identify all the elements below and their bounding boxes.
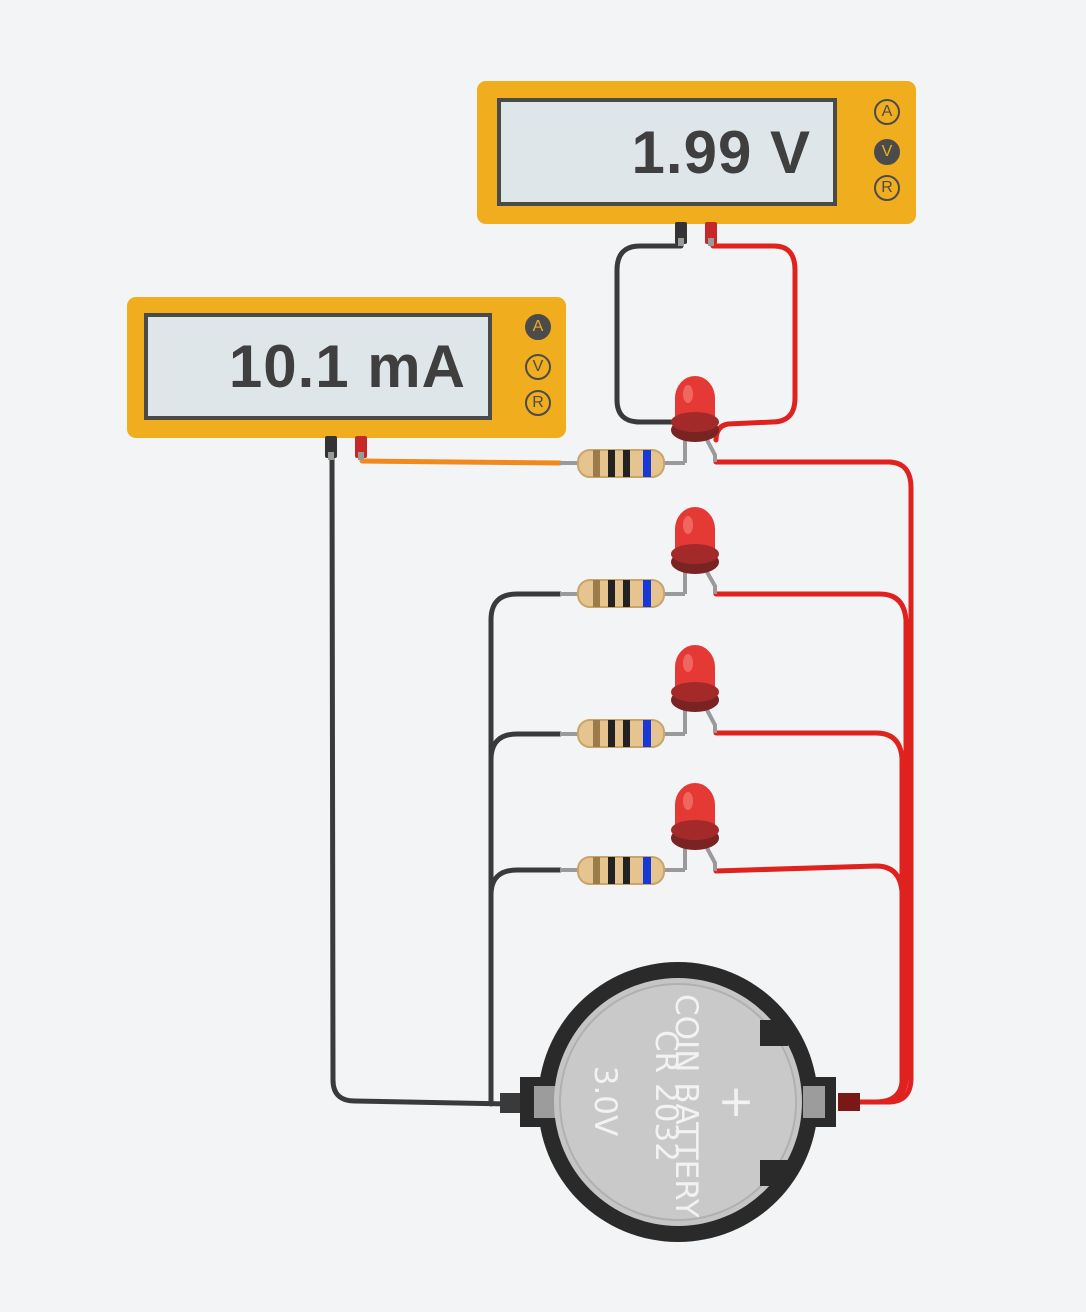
ammeter[interactable]: 10.1 mA A V R [127, 297, 566, 438]
voltmeter-mode-v-button[interactable]: V [874, 139, 900, 165]
resistor-1[interactable] [560, 449, 685, 478]
voltmeter[interactable]: 1.99 V A V R [477, 81, 916, 224]
voltmeter-mode-r-button[interactable]: R [874, 175, 900, 201]
voltmeter-display: 1.99 V [497, 98, 837, 206]
ammeter-mode-a-button[interactable]: A [525, 314, 551, 340]
led-1[interactable] [671, 376, 719, 463]
wire-black-branch-3 [488, 731, 563, 763]
ammeter-black-probe[interactable] [325, 436, 337, 460]
ammeter-mode-r-button[interactable]: R [525, 390, 551, 416]
voltmeter-red-probe[interactable] [705, 222, 717, 246]
voltmeter-black-probe[interactable] [675, 222, 687, 246]
battery-label-line2: CR 2032 [648, 1030, 684, 1162]
led-4[interactable] [671, 783, 719, 871]
wire-voltmeter-red [710, 243, 798, 443]
led-2[interactable] [671, 507, 719, 594]
resistor-2[interactable] [560, 579, 685, 608]
battery-plus-icon: + [717, 1076, 755, 1127]
resistor-3[interactable] [560, 719, 685, 748]
wire-black-branch-4 [488, 867, 563, 898]
resistor-4[interactable] [560, 856, 685, 885]
wire-black-bus [488, 591, 563, 1107]
led-3[interactable] [671, 645, 719, 734]
wire-ammeter-black-to-battery [329, 452, 513, 1107]
wire-ammeter-to-resistor-1 [359, 458, 563, 466]
wire-led-1-to-bus [713, 459, 914, 1105]
voltmeter-mode-a-button[interactable]: A [874, 99, 900, 125]
coin-battery[interactable] [500, 962, 860, 1242]
ammeter-display: 10.1 mA [144, 313, 492, 420]
ammeter-red-probe[interactable] [355, 436, 367, 460]
wire-led-4-to-bus [713, 863, 905, 1105]
ammeter-mode-v-button[interactable]: V [525, 354, 551, 380]
battery-label-line3: 3.0V [587, 1065, 623, 1137]
wire-voltmeter-black [614, 243, 684, 425]
